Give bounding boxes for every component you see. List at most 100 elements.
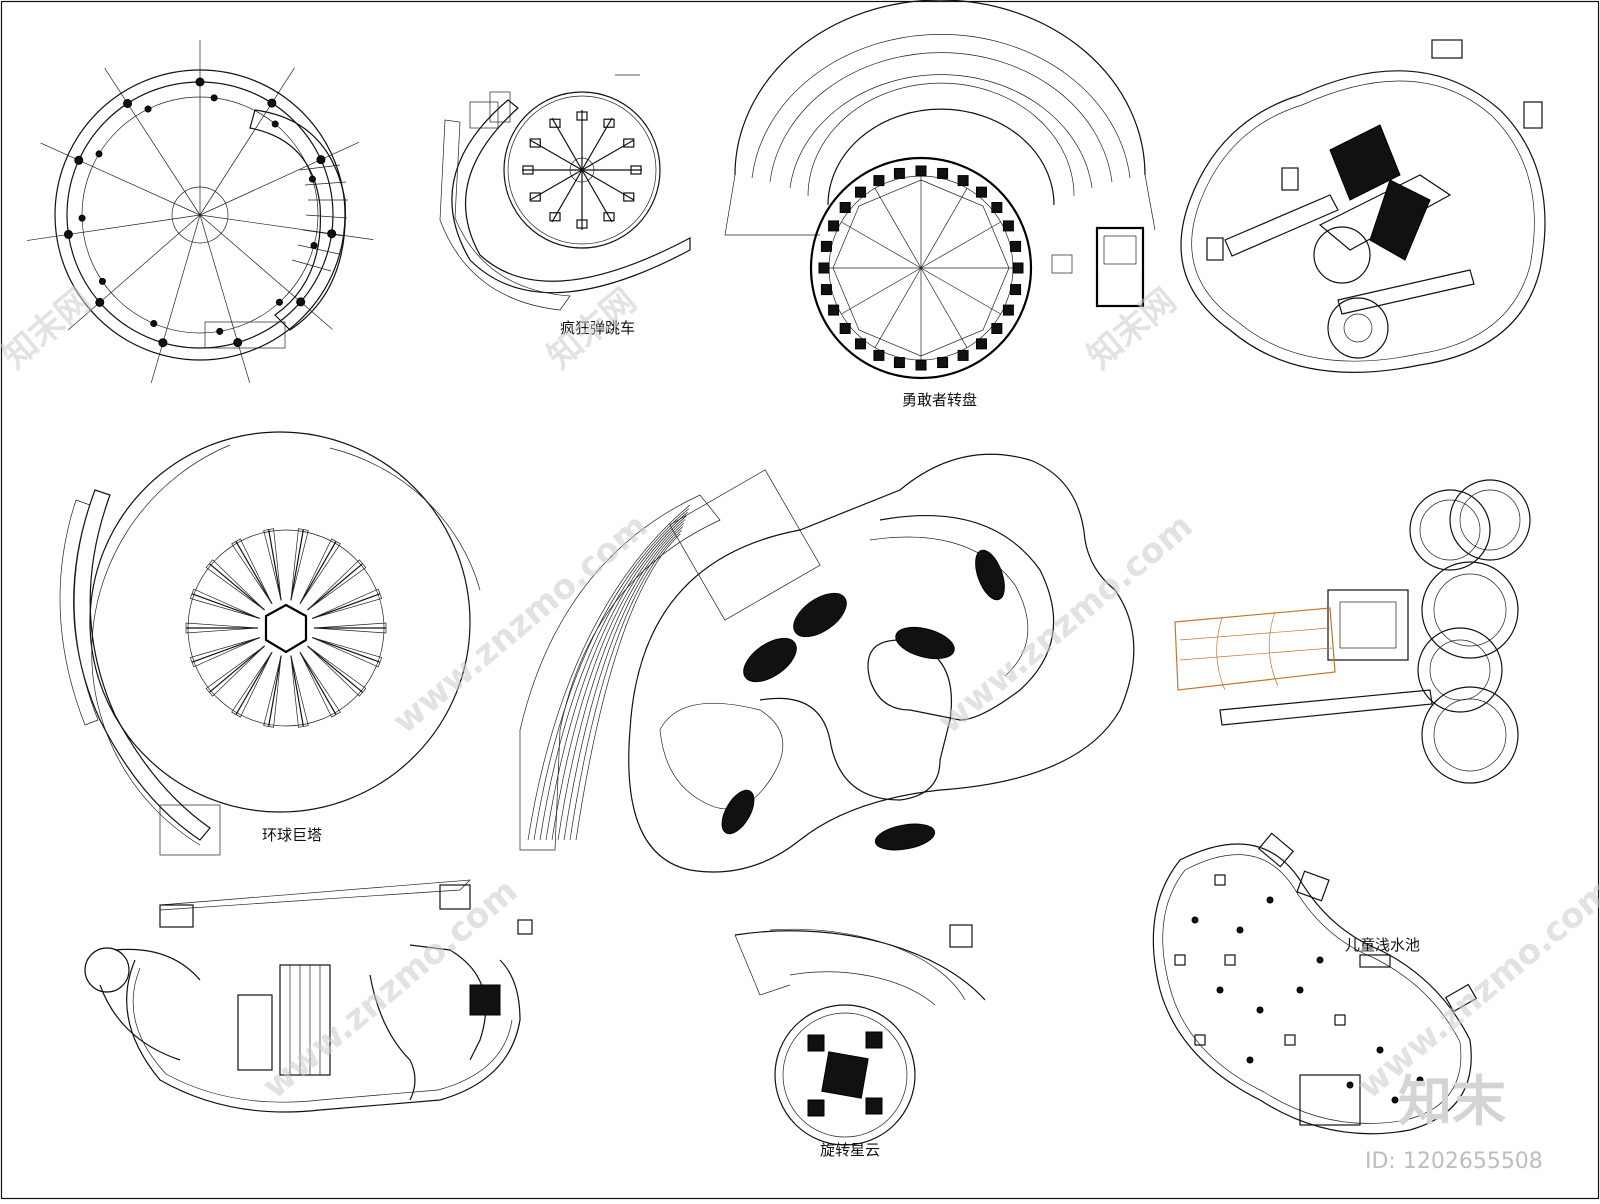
- turntable-seat: [828, 304, 840, 316]
- radial-column-node: [123, 98, 133, 108]
- watermark-id: ID: 1202655508: [1365, 1149, 1543, 1174]
- play-feature: [1174, 954, 1186, 966]
- radial-column-node: [267, 98, 277, 108]
- turntable-spoke: [874, 267, 922, 348]
- title-crazy-bumper: 疯狂弹跳车: [560, 319, 635, 337]
- tower-arm-seat: [290, 528, 309, 601]
- tower-arm: [312, 637, 381, 663]
- tower-arm: [268, 655, 282, 727]
- radial-column-node: [63, 229, 73, 239]
- radial-axis-line: [40, 142, 201, 216]
- tower-arm-seat: [189, 637, 260, 668]
- turntable-seat: [818, 262, 830, 274]
- tower-arm: [268, 529, 282, 601]
- turntable-seat: [937, 167, 949, 179]
- bumper-car: [576, 111, 588, 121]
- radial-column-node: [327, 229, 337, 239]
- tower-arm: [191, 593, 260, 619]
- play-feature: [1256, 1006, 1264, 1014]
- turntable-seat: [915, 359, 927, 371]
- tower-arm: [209, 563, 265, 611]
- tower-arm: [235, 651, 273, 715]
- tower-arm: [307, 563, 363, 611]
- turntable-seat: [893, 167, 905, 179]
- turntable-seat: [893, 357, 905, 369]
- turntable-seat: [991, 202, 1003, 214]
- tower-arm-seat: [185, 622, 259, 634]
- turntable-seat: [991, 322, 1003, 334]
- bumper-car: [603, 118, 615, 128]
- turntable-seat: [975, 186, 987, 198]
- tower-arm: [209, 645, 265, 693]
- river-seating-row: [569, 529, 682, 841]
- radial-column-node: [271, 120, 279, 128]
- tower-arm-seat: [299, 538, 341, 604]
- bumper-arms: [522, 110, 642, 230]
- radial-spokes: [26, 40, 374, 384]
- tower-arm: [191, 637, 260, 663]
- tower-arm-seat: [290, 655, 309, 728]
- radial-axis-line: [199, 214, 333, 330]
- radial-axis-line: [199, 214, 374, 241]
- radial-axis-line: [199, 141, 360, 216]
- bumper-arm: [529, 169, 583, 201]
- turntable-seat: [855, 186, 867, 198]
- turntable-spoke: [920, 267, 1001, 315]
- turntable-spoke: [920, 267, 968, 348]
- turntable-seat: [839, 202, 851, 214]
- turntable-spoke: [920, 188, 968, 269]
- river-boats: [721, 549, 1005, 851]
- turntable-seat: [975, 338, 987, 350]
- river-seating-row: [533, 508, 690, 841]
- tower-arm-seat: [299, 652, 341, 718]
- tower-arms: [185, 528, 387, 728]
- radial-column-node: [310, 241, 318, 249]
- turntable-seat: [828, 220, 840, 232]
- bumper-arm: [581, 169, 635, 201]
- kids-features: [1174, 874, 1424, 1104]
- radial-column-node: [74, 155, 84, 165]
- play-feature: [1224, 954, 1236, 966]
- slide-pond-plan: [1180, 39, 1546, 373]
- bumper-car: [603, 212, 615, 222]
- turntable-seat: [820, 284, 832, 296]
- bumper-arm: [529, 139, 583, 171]
- play-feature: [1216, 986, 1224, 994]
- turntable-seat: [957, 349, 969, 361]
- play-feature: [1416, 1076, 1424, 1084]
- watermark-brand-1: 知末网: [0, 281, 99, 377]
- river-seating: [527, 504, 691, 841]
- bumper-arm: [551, 117, 583, 171]
- radial-axis-line: [199, 67, 295, 216]
- tower-arm: [290, 529, 304, 601]
- play-feature: [1246, 1056, 1254, 1064]
- radial-axis-line: [67, 214, 201, 331]
- radial-column-node: [210, 94, 218, 102]
- river-seating-row: [551, 519, 686, 841]
- tower-arm-seat: [189, 588, 260, 619]
- radial-column-node: [316, 155, 326, 165]
- play-feature: [1296, 986, 1304, 994]
- river-seating-row: [527, 504, 691, 841]
- tower-arm-seat: [263, 528, 282, 601]
- title-brave-turntable: 勇敢者转盘: [902, 391, 977, 409]
- tower-arm-seat: [307, 559, 367, 611]
- title-spin-nebula: 旋转星云: [820, 1141, 880, 1159]
- tower-arm-seat: [307, 645, 367, 697]
- tower-arm: [312, 593, 381, 619]
- radial-nodes: [63, 77, 337, 348]
- bumper-arm: [581, 169, 613, 223]
- bumper-arm: [551, 169, 583, 223]
- turntable-seat: [855, 338, 867, 350]
- river-seating-row: [557, 522, 685, 841]
- tower-arm: [307, 645, 363, 693]
- turntable-spokes: [829, 176, 1013, 360]
- tower-arm-seat: [313, 622, 387, 634]
- bumper-car: [549, 212, 561, 222]
- play-feature: [1191, 916, 1199, 924]
- radial-axis-line: [199, 214, 251, 383]
- radial-column-node: [233, 338, 243, 348]
- bumper-car: [529, 138, 541, 148]
